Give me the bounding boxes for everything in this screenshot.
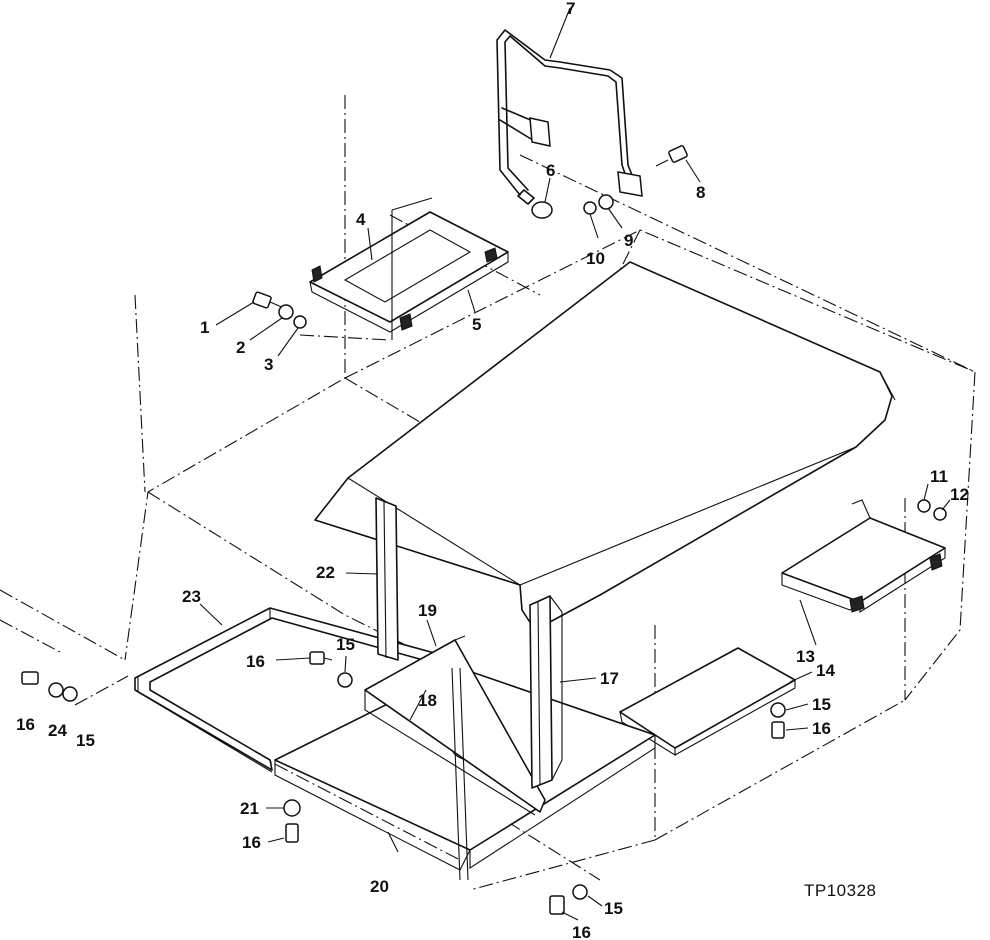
callout-14: 14: [816, 661, 835, 680]
hardware: [21, 145, 947, 915]
callout-7: 7: [566, 0, 575, 18]
engine-hood: [314, 261, 896, 631]
washer-2-icon: [278, 304, 294, 320]
callout-5: 5: [472, 315, 481, 334]
callout-15-bottom: 15: [604, 899, 623, 918]
bottom-pan: [274, 635, 656, 871]
callout-2: 2: [236, 338, 245, 357]
callout-labels: 1 2 3 4 5 6 7 8 9 10 11 12 13 14 15 16 1…: [16, 0, 969, 940]
bushing-6-icon: [531, 201, 553, 219]
vertical-bracket-right: [529, 595, 563, 789]
callout-8: 8: [696, 183, 705, 202]
bolt-16-center-icon: [309, 651, 333, 665]
side-cover-plate: [781, 499, 946, 614]
callout-18: 18: [418, 691, 437, 710]
nut-12-icon: [933, 507, 947, 521]
callout-13: 13: [796, 647, 815, 666]
callout-10: 10: [586, 249, 605, 268]
callout-15-left: 15: [76, 731, 95, 750]
callout-15-right: 15: [812, 695, 831, 714]
bolt-16-left-icon: [21, 671, 39, 685]
nut-15-right-icon: [770, 702, 786, 718]
washer-24-icon: [48, 682, 64, 698]
callout-12: 12: [950, 485, 969, 504]
callout-11: 11: [930, 467, 948, 486]
callout-16-right: 16: [812, 719, 831, 738]
leader-lines: [199, 7, 951, 921]
vertical-bracket-left: [375, 497, 399, 661]
callout-23: 23: [182, 587, 201, 606]
nut-3-icon: [293, 315, 307, 329]
bolt-11-icon: [917, 499, 931, 513]
callout-1: 1: [200, 318, 209, 337]
bolt-1-icon: [252, 291, 285, 309]
bolt-16-right-icon: [771, 721, 785, 739]
nut-15-bottom-icon: [572, 884, 588, 900]
callout-24: 24: [48, 721, 67, 740]
bolt-16-bottom-icon: [549, 895, 565, 915]
nut-15-left-icon: [62, 686, 78, 702]
cover-plate: [309, 197, 509, 340]
callout-16-center: 16: [246, 652, 265, 671]
washer-21-icon: [283, 799, 301, 817]
callout-4: 4: [356, 210, 366, 229]
nut-10-icon: [583, 201, 597, 215]
callout-6: 6: [546, 161, 555, 180]
bolt-8-icon: [655, 145, 688, 167]
washer-9-icon: [598, 194, 614, 210]
callout-16-bottom: 16: [572, 923, 591, 940]
callout-19: 19: [418, 601, 437, 620]
callout-22: 22: [316, 563, 335, 582]
callout-15-center: 15: [336, 635, 355, 654]
bolt-16-bottom-left-icon: [285, 823, 299, 843]
callout-16-left: 16: [16, 715, 35, 734]
callout-16-bottom-left: 16: [242, 833, 261, 852]
callout-9: 9: [624, 231, 633, 250]
box-front: [451, 667, 469, 881]
callout-20: 20: [370, 877, 389, 896]
drawing-reference: TP10328: [804, 881, 877, 900]
callout-21: 21: [240, 799, 259, 818]
grab-handle: [496, 29, 643, 205]
callout-17: 17: [600, 669, 619, 688]
callout-3: 3: [264, 355, 273, 374]
nut-15-center-icon: [337, 672, 353, 688]
